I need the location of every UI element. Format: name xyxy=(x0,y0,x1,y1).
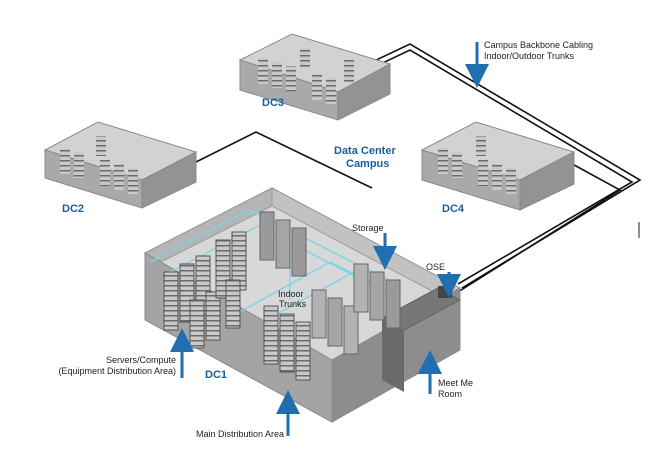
building-dc2 xyxy=(43,121,198,209)
backbone-cables xyxy=(179,43,642,293)
indoor-trunks-line1: Indoor xyxy=(278,289,304,299)
dc2-label: DC2 xyxy=(62,203,84,215)
building-dc4 xyxy=(420,121,576,211)
meetme-label-line1: Meet Me xyxy=(438,378,473,388)
meetme-label-line2: Room xyxy=(438,389,462,399)
building-dc3 xyxy=(238,33,392,121)
storage-label: Storage xyxy=(352,223,384,233)
dc3-label: DC3 xyxy=(262,97,284,109)
campus-title-line1: Data Center xyxy=(334,145,396,157)
ose-enclosure xyxy=(438,286,452,298)
storage-racks xyxy=(259,211,401,355)
mda-label: Main Distribution Area xyxy=(196,429,284,439)
server-racks-eda xyxy=(163,231,311,381)
callout-arrows xyxy=(170,42,489,436)
indoor-trunks-line2: Trunks xyxy=(279,299,307,309)
dc1-label: DC1 xyxy=(205,369,227,381)
cable-dc2-dc1 xyxy=(179,131,373,189)
backbone-label-line1: Campus Backbone Cabling xyxy=(484,40,593,50)
campus-title-line2: Campus xyxy=(346,158,389,170)
ose-label: OSE xyxy=(426,262,445,272)
servers-label-line1: Servers/Compute xyxy=(106,355,176,365)
backbone-label-line2: Indoor/Outdoor Trunks xyxy=(484,51,575,61)
servers-label-line2: (Equipment Distribution Area) xyxy=(58,366,176,376)
cable-dc4-dc1 xyxy=(457,159,622,293)
dc4-label: DC4 xyxy=(442,203,465,215)
cable-dc3-dc1-b xyxy=(371,49,634,285)
